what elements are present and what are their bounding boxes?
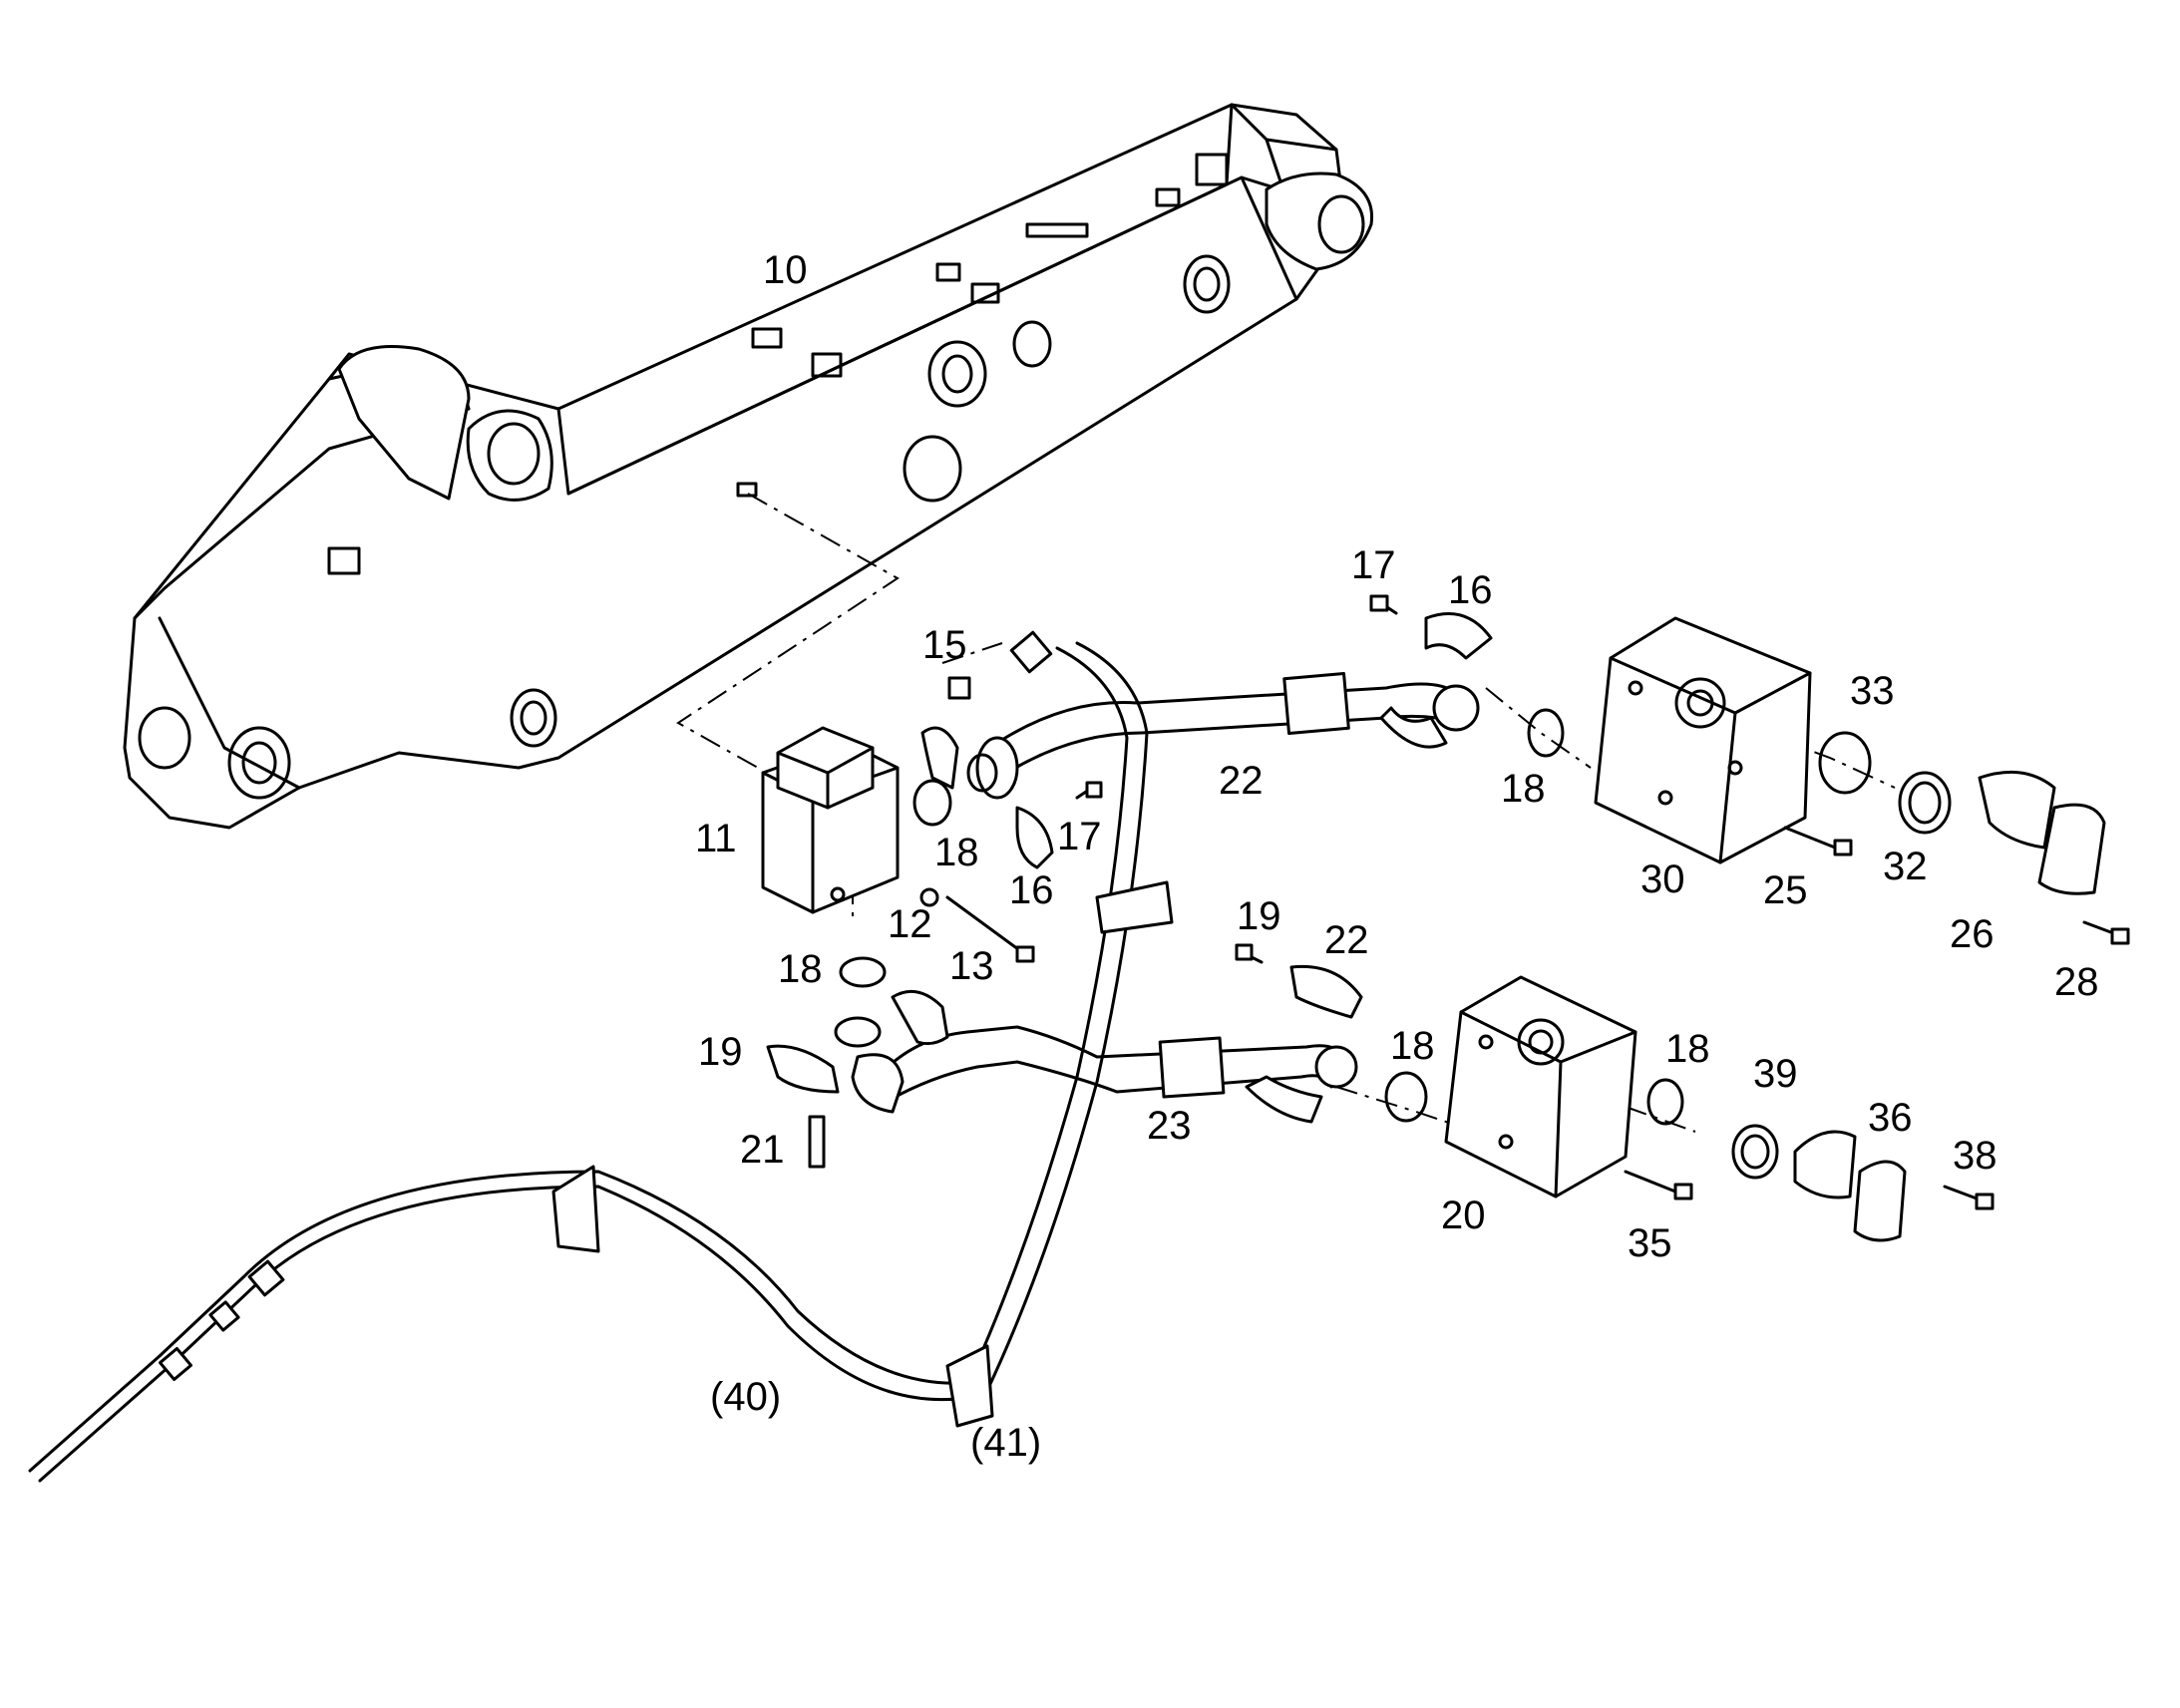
callout-17-mid: 17 [1057, 815, 1102, 858]
callout-16-mid: 16 [1009, 868, 1054, 912]
callouts: 10 11 12 13 15 16 16 17 17 18 18 18 18 1… [695, 248, 2099, 1465]
callout-16-top: 16 [1448, 568, 1493, 612]
callout-28: 28 [2054, 960, 2099, 1004]
bolts [808, 594, 2130, 1210]
callout-40: (40) [710, 1375, 781, 1419]
callout-10: 10 [763, 248, 808, 292]
long-hose-40-41 [28, 630, 1174, 1483]
callout-18-right: 18 [1665, 1027, 1710, 1071]
callout-15: 15 [922, 623, 967, 667]
callout-18-lower: 18 [778, 947, 823, 991]
callout-22-flange: 22 [1324, 918, 1369, 962]
callout-13: 13 [949, 944, 994, 988]
callout-12: 12 [888, 902, 932, 946]
callout-22-hose: 22 [1219, 759, 1264, 803]
callout-39: 39 [1753, 1052, 1798, 1096]
callout-18-block20: 18 [1390, 1024, 1435, 1068]
callout-41: (41) [970, 1421, 1041, 1465]
callout-17-top: 17 [1351, 543, 1396, 587]
seal-rings [834, 708, 1952, 1180]
callout-38: 38 [1953, 1134, 1998, 1178]
callout-18-block30: 18 [1501, 767, 1546, 811]
hose-23 [851, 1025, 1358, 1114]
boom-arm [123, 103, 1374, 830]
callout-25: 25 [1763, 868, 1808, 912]
callout-30: 30 [1640, 857, 1685, 901]
callout-32: 32 [1883, 845, 1928, 888]
callout-21: 21 [740, 1128, 785, 1172]
callout-19-top: 19 [1237, 894, 1281, 938]
callout-11: 11 [695, 817, 737, 860]
split-flanges [766, 612, 2106, 1242]
callout-20: 20 [1441, 1194, 1486, 1237]
callout-36: 36 [1868, 1096, 1913, 1140]
manifold-block-30 [1594, 616, 1812, 864]
callout-35: 35 [1628, 1221, 1672, 1265]
manifold-block-20 [1444, 975, 1637, 1198]
callout-33: 33 [1850, 669, 1895, 713]
callout-26: 26 [1950, 912, 1995, 956]
callout-18-valve: 18 [934, 831, 979, 874]
valve-block [761, 726, 900, 914]
callout-19-left: 19 [698, 1030, 743, 1074]
callout-23: 23 [1147, 1104, 1192, 1148]
